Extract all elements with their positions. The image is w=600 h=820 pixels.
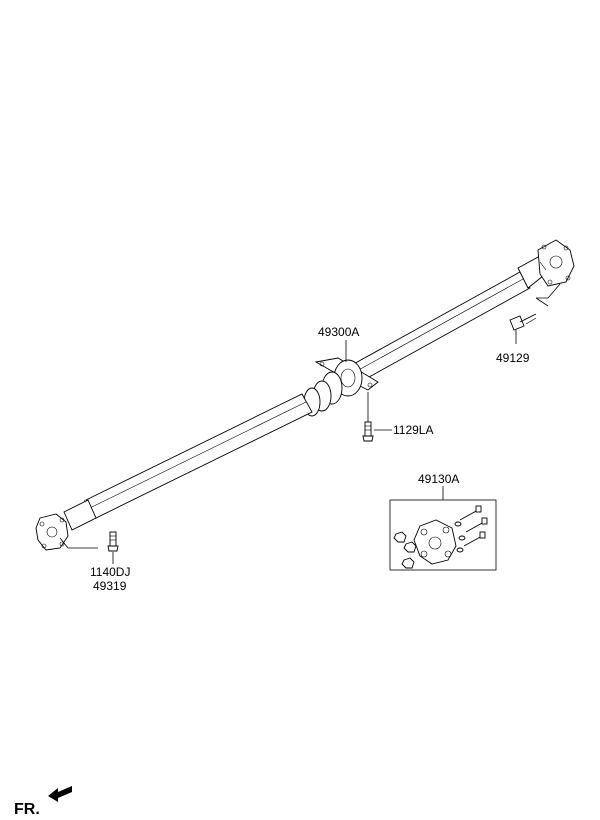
front-bolt	[59, 531, 119, 564]
rear-shaft	[349, 271, 531, 383]
direction-label: FR.	[14, 801, 40, 818]
label-bearing-bolt: 1129LA	[393, 423, 433, 437]
front-direction-indicator: FR.	[14, 786, 72, 818]
coupling-kit	[389, 486, 497, 571]
front-shaft	[83, 393, 313, 519]
coupling-kit-frame	[389, 499, 497, 571]
rear-bolt	[509, 283, 561, 344]
front-flange-yoke	[35, 499, 97, 551]
bearing-bolt	[362, 392, 392, 442]
label-front-bolt-b: 49319	[93, 579, 127, 593]
label-front-bolt-a: 1140DJ	[90, 565, 130, 579]
label-coupling-kit: 49130A	[418, 472, 459, 486]
rear-flange-yoke	[517, 239, 575, 289]
label-center-bearing: 49300A	[318, 325, 359, 339]
label-rear-bolt: 49129	[496, 351, 530, 365]
direction-arrow-icon	[48, 786, 72, 802]
